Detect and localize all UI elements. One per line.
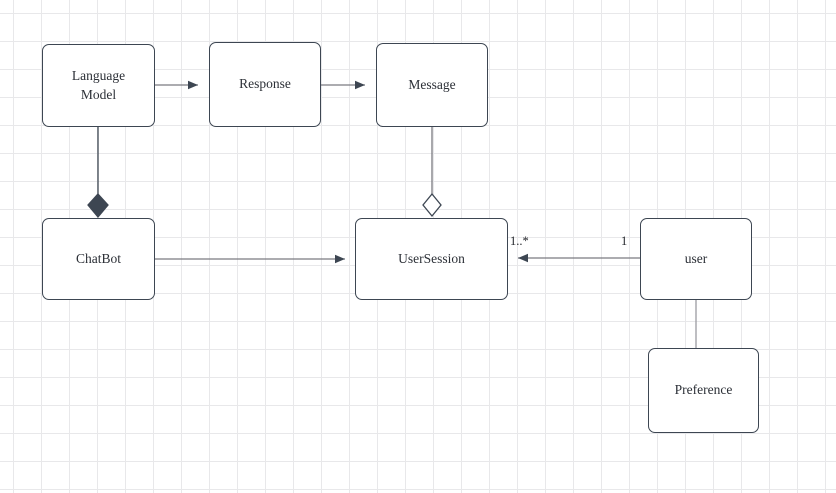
edge-message-to-usersession [422,127,442,218]
node-language-model[interactable]: Language Model [42,44,155,127]
node-chatbot[interactable]: ChatBot [42,218,155,300]
filled-diamond-marker [87,193,109,219]
node-response[interactable]: Response [209,42,321,127]
node-label-usersession: UserSession [398,250,465,266]
node-user[interactable]: user [640,218,752,300]
node-preference[interactable]: Preference [648,348,759,433]
node-label-message: Message [408,76,456,92]
node-label-preference: Preference [674,382,733,398]
node-label-chatbot: ChatBot [75,250,121,266]
node-label-response: Response [239,76,291,92]
edge-language-model-to-chatbot [87,127,109,219]
hollow-diamond-marker [422,192,442,218]
node-message[interactable]: Message [376,43,488,127]
multiplicity-label-usersession: 1..* [510,234,529,248]
node-usersession[interactable]: UserSession [355,218,508,300]
node-label-language-model: Language Model [71,68,126,102]
node-label-user: user [684,250,708,266]
multiplicity-label-user: 1 [621,234,628,248]
